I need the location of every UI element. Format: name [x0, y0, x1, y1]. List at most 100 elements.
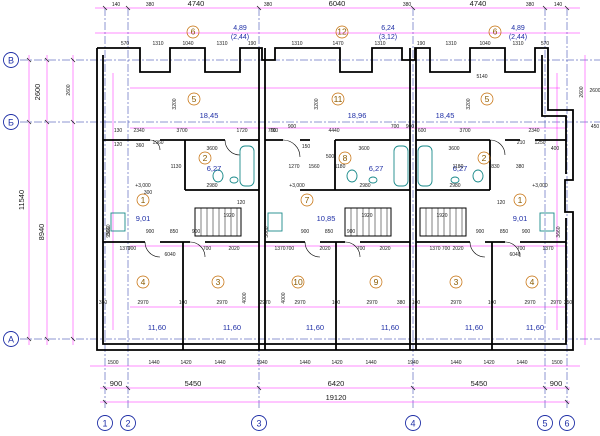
room-number: 1 [518, 195, 523, 205]
axis-label-2: 2 [125, 419, 130, 429]
room-number: 2 [482, 153, 487, 163]
axis-labels: В Б А 1 2 3 4 5 6 [8, 56, 570, 429]
dim-label: 1440 [450, 360, 461, 366]
room-labels: 5 18,45 11 18,96 5 18,45 2 6,27 8 6,27 2… [136, 94, 544, 332]
balcony-area-reduced: (2,44) [231, 34, 249, 41]
sink-icon [450, 176, 460, 184]
dim-label: 210 [517, 140, 526, 146]
room-number: 4 [141, 277, 146, 287]
dim-label: 100 [488, 300, 497, 306]
dim-label: 360 [136, 143, 145, 149]
dim-label: 2020 [452, 246, 463, 252]
dim-label: 2980 [206, 183, 217, 189]
bathtub-icon [393, 145, 409, 187]
dim-label: 900 [406, 124, 415, 130]
dim-label: 1440 [148, 360, 159, 366]
bathtub-icon [417, 145, 433, 187]
balcony-area: 4,89 [511, 25, 525, 32]
bottom-dimension-chain-openings: 1500 1440 1420 1440 1940 1440 1420 1440 … [107, 360, 562, 366]
elevation-mark: +3,000 [532, 183, 548, 189]
dim-label: 2600 [579, 86, 585, 97]
room-area: 6,27 [453, 164, 468, 173]
room-area: 18,96 [348, 111, 367, 120]
dim-label: 5450 [471, 379, 488, 388]
elevation-mark: +3,000 [289, 183, 305, 189]
dimension-ticks [26, 5, 570, 405]
dim-label: 2980 [359, 183, 370, 189]
door-swings [144, 139, 521, 258]
toilet-icon [346, 169, 358, 183]
bathtub-icon [239, 145, 255, 187]
dim-label: 900 [550, 379, 563, 388]
sink-icon [368, 176, 378, 184]
dim-label: 1440 [516, 360, 527, 366]
axis-label-1: 1 [102, 419, 107, 429]
dim-label: 1830 [488, 164, 499, 170]
dim-label: 380 [526, 2, 535, 8]
dim-label: 100 [332, 300, 341, 306]
dim-label: 1370 [542, 246, 553, 252]
dim-label: 700 [203, 246, 212, 252]
dim-label: 1920 [436, 213, 447, 219]
dim-label: 1920 [361, 213, 372, 219]
balcony-number: 6 [191, 27, 196, 37]
dim-label: 3700 [459, 128, 470, 134]
dim-label: 3200 [314, 98, 320, 109]
dim-label: 400 [551, 146, 560, 152]
dim-label: 120 [497, 200, 506, 206]
dim-label: 1310 [374, 41, 385, 47]
dim-label: 3660 [556, 226, 562, 237]
dim-label: 900 [288, 124, 297, 130]
dim-label: 700 [270, 128, 279, 134]
dim-label: 1180 [453, 164, 464, 170]
dim-label: 120 [114, 142, 123, 148]
axis-label-a: А [8, 335, 14, 345]
dim-label: 2600 [66, 84, 72, 95]
elevation-mark: +3,000 [135, 183, 151, 189]
dim-label: 5450 [185, 379, 202, 388]
axis-label-5: 5 [542, 419, 547, 429]
dim-label: 190 [417, 41, 426, 47]
room-number: 5 [192, 94, 197, 104]
bathroom-fixtures [110, 145, 555, 232]
dim-label: 850 [500, 229, 509, 235]
radiator-icon [539, 212, 555, 232]
axis-bubbles-numbers [97, 415, 575, 431]
second-dimension-chain: 570 1310 1040 1310 190 1310 1470 1310 19… [121, 41, 550, 47]
dim-label: 500 [326, 154, 335, 160]
dim-label: 130 [114, 128, 123, 134]
room-area: 11,60 [465, 323, 483, 332]
dim-label: 2340 [133, 128, 144, 134]
dim-label: 9560 [106, 226, 112, 237]
balcony-number: 6 [493, 27, 498, 37]
dim-label: 2020 [228, 246, 239, 252]
dim-label: 300 [144, 190, 153, 196]
dim-label: 4000 [242, 292, 248, 303]
dim-label: 5140 [476, 74, 487, 80]
dim-label: 1270 [288, 164, 299, 170]
dim-label: 4740 [470, 0, 487, 8]
radiator-icon [110, 212, 126, 232]
dim-label: 140 [112, 2, 121, 8]
dim-label: 380 [397, 300, 406, 306]
balcony-labels: 6 4,89 (2,44) 12 6,24 (3,12) 6 4,89 (2,4… [191, 25, 528, 41]
dim-label: 900 [522, 229, 531, 235]
dim-label: 1420 [180, 360, 191, 366]
dim-label: 700 [442, 246, 451, 252]
dim-label: 4000 [281, 292, 287, 303]
dim-label: 2340 [528, 128, 539, 134]
dim-label: 2970 [524, 300, 535, 306]
room-markers [136, 25, 539, 289]
room-area: 10,85 [317, 214, 336, 223]
dim-label: 2970 [137, 300, 148, 306]
room-number: 2 [203, 153, 208, 163]
dim-label: 1250 [534, 140, 545, 146]
room-area: 11,60 [223, 323, 241, 332]
dim-label: 850 [325, 229, 334, 235]
dim-label: 380 [264, 2, 273, 8]
dim-label: 4440 [328, 128, 339, 134]
dim-label: 2980 [449, 183, 460, 189]
sink-icon [229, 176, 239, 184]
dim-label: 700 [286, 246, 295, 252]
dim-label: 1470 [332, 41, 343, 47]
